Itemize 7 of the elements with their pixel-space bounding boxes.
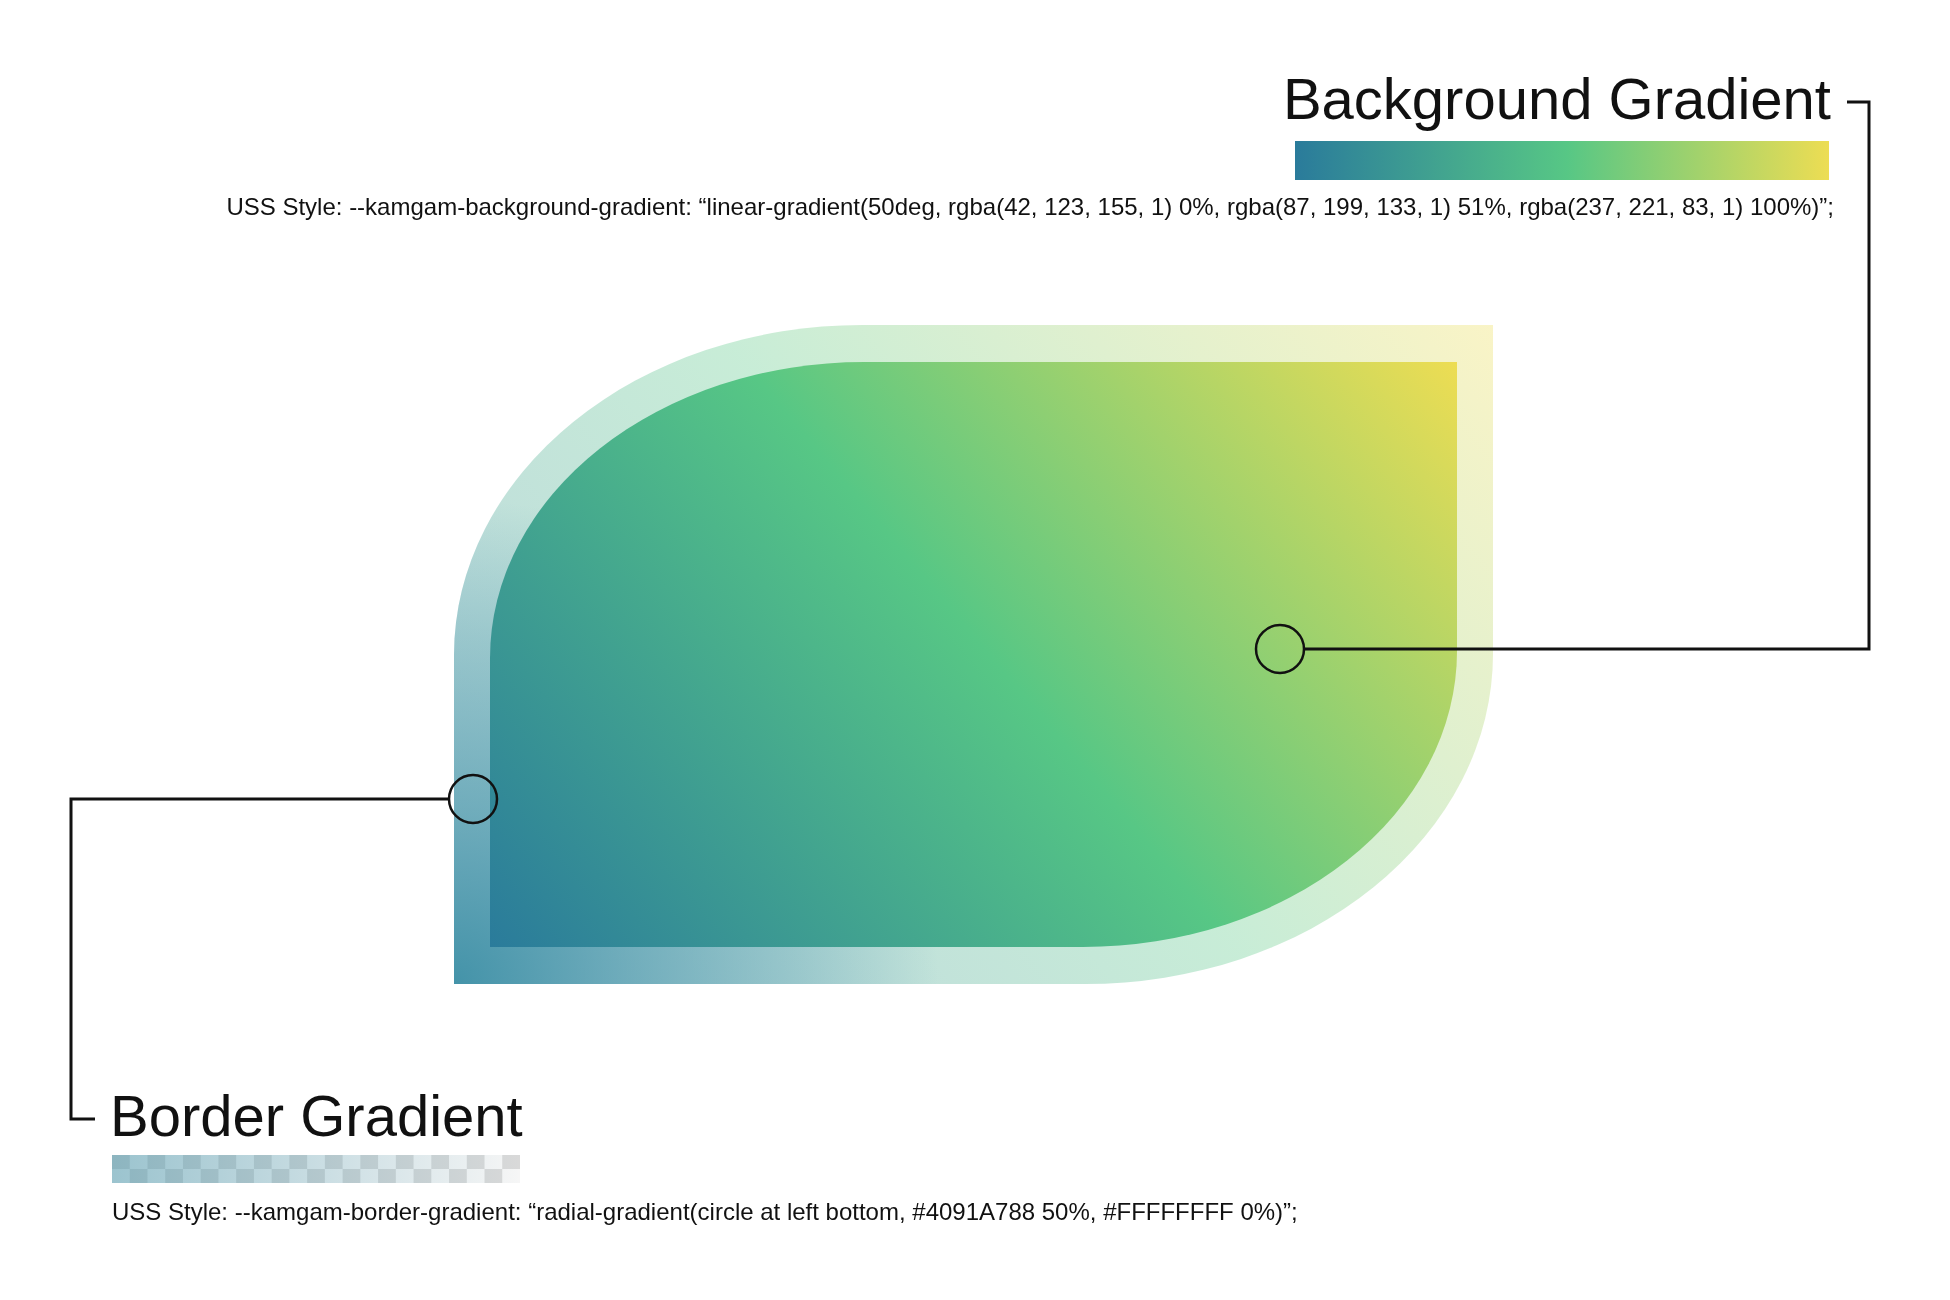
callout-heading: Border Gradient [110,1083,523,1149]
leader-line [1254,100,1871,675]
style-declaration: USS Style: --kamgam-border-gradient: “radial-gradient(circle at left bottom, #4091A788 50%, #FFFFFFFF 0%)”; [112,1198,1298,1226]
style-declaration: USS Style: --kamgam-background-gradient: “linear-gradient(50deg, rgba(42, 123, 155, 1) 0%, rgba(87, 199, 133, 1) 51%, rgba(237, 221, 83, 1) 100%)”; [226,193,1834,221]
callout-heading: Background Gradient [1282,66,1831,132]
leader-line [69,773,499,1121]
gradient-fill [490,362,1457,947]
